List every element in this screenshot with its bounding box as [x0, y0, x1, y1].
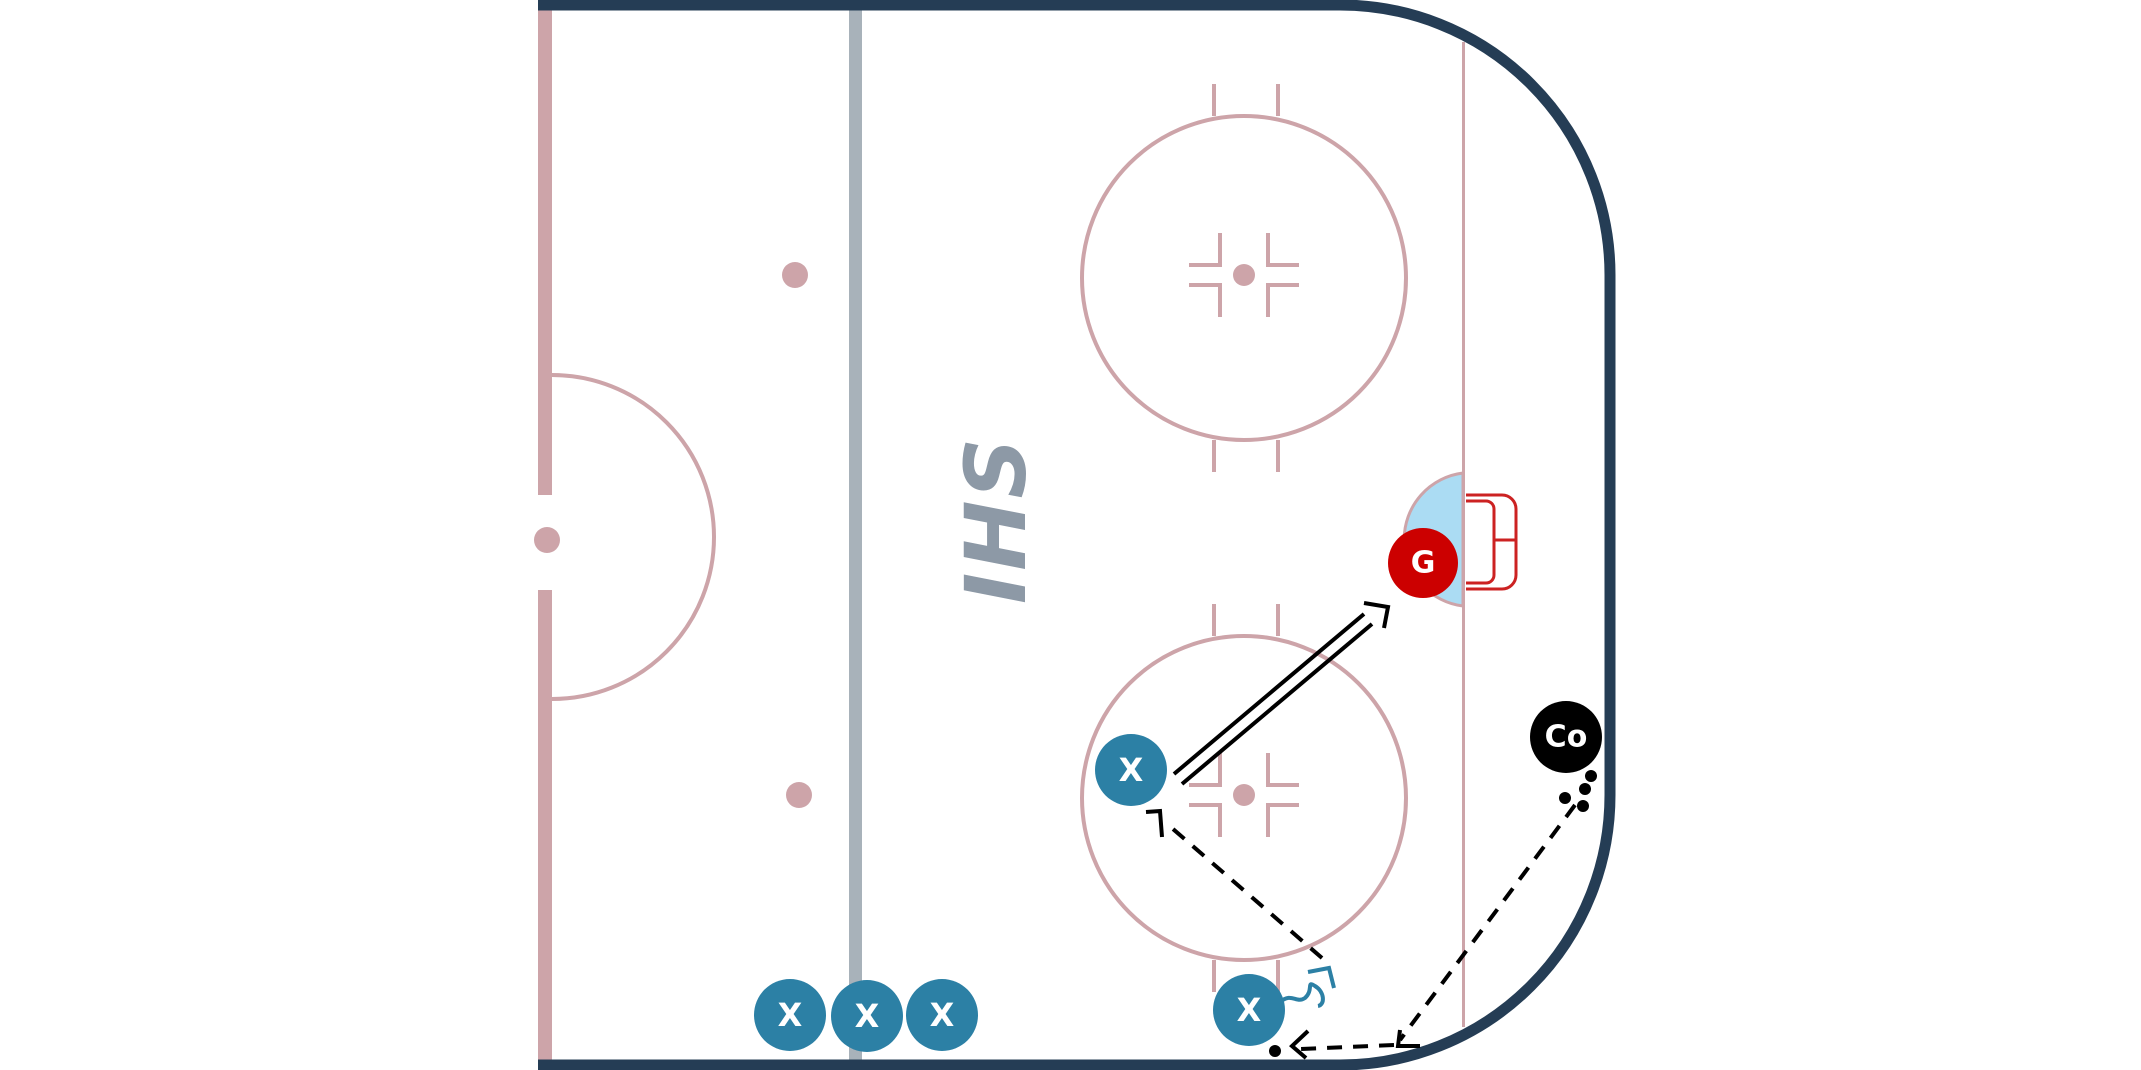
pass-path-from-coach: [1289, 803, 1577, 1060]
coach-token[interactable]: Co: [1530, 701, 1602, 773]
puck: [1269, 1045, 1281, 1057]
player-token[interactable]: X: [1213, 974, 1285, 1046]
shot-path: [1172, 601, 1391, 786]
puck: [1577, 800, 1589, 812]
blue-line: [849, 10, 862, 1065]
goalie-token[interactable]: G: [1388, 528, 1458, 598]
coach-label: Co: [1545, 720, 1588, 755]
faceoff-circle-bottom: [1080, 604, 1408, 992]
ihs-logo-text: IHS: [947, 436, 1045, 604]
player-token[interactable]: X: [906, 979, 978, 1051]
center-faceoff-dot: [534, 527, 560, 553]
center-red-line: [538, 10, 552, 495]
neutral-zone-dot-bottom: [786, 782, 812, 808]
player-token[interactable]: X: [1095, 734, 1167, 806]
ihs-logo: IHS: [947, 436, 1045, 604]
faceoff-circle-top: [1080, 84, 1408, 472]
skate-path: [1278, 965, 1336, 1008]
player-label: X: [1237, 991, 1262, 1029]
puck: [1559, 792, 1571, 804]
pass-path-to-shooter: [1145, 808, 1324, 960]
goal-net: [1466, 493, 1518, 591]
puck: [1585, 770, 1597, 782]
pucks-group: [1269, 770, 1597, 1057]
player-label: X: [1119, 751, 1144, 789]
center-faceoff-half-circle: [551, 373, 716, 701]
player-label: X: [778, 996, 803, 1034]
rink-boards: [538, 0, 1616, 1070]
player-label: X: [855, 997, 880, 1035]
player-token[interactable]: X: [831, 980, 903, 1052]
neutral-zone-dot-top: [782, 262, 808, 288]
puck: [1579, 783, 1591, 795]
goalie-label: G: [1411, 546, 1436, 581]
center-red-line-lower: [538, 590, 552, 1065]
player-label: X: [930, 996, 955, 1034]
player-token[interactable]: X: [754, 979, 826, 1051]
